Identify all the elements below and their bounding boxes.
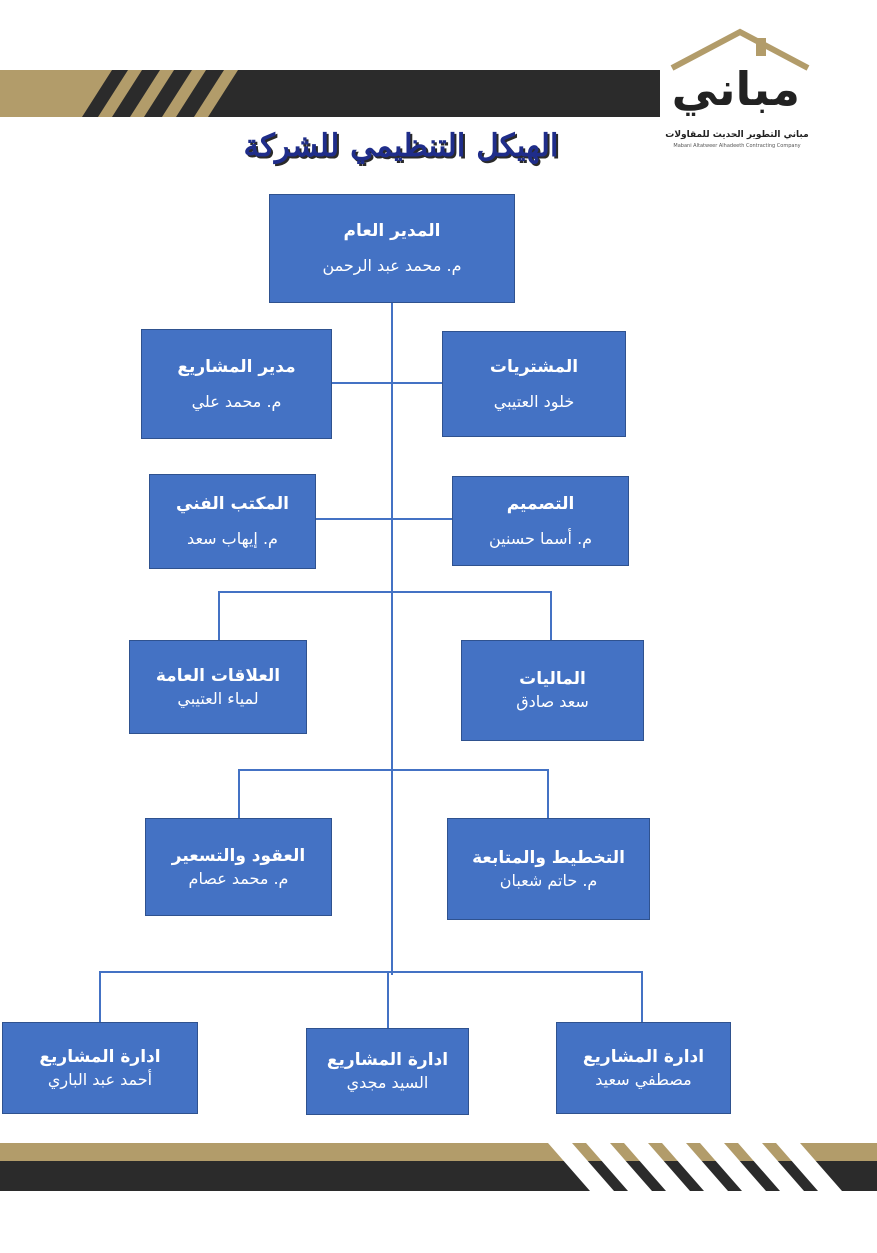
logo-subtitle-en: Mabani Altatweer Alhadeeth Contracting C… [673,143,801,149]
node-person: م. محمد عبد الرحمن [322,256,462,276]
node-finance: الماليات سعد صادق [461,640,644,741]
node-title: التصميم [506,493,575,514]
node-title: ادارة المشاريع [326,1050,449,1071]
node-general-manager: المدير العام م. محمد عبد الرحمن [269,194,515,303]
node-project-management-middle: ادارة المشاريع السيد مجدي [306,1028,469,1115]
node-person: خلود العتيبي [493,391,575,411]
node-person: لمياء العتيبي [177,688,259,708]
node-title: التخطيط والمتابعة [472,847,625,868]
node-title: ادارة المشاريع [582,1046,705,1067]
logo-subtitle-ar: مباني التطوير الحديث للمقاولات [665,130,809,140]
node-design: التصميم م. أسما حسنين [452,476,629,566]
node-title: المكتب الفني [176,494,289,515]
node-projects-manager: مدير المشاريع م. محمد علي [141,329,332,439]
node-project-management-right: ادارة المشاريع مصطفي سعيد [556,1022,731,1114]
node-title: العقود والتسعير [171,845,306,866]
node-title: المدير العام [343,221,441,242]
top-band [0,70,660,117]
node-person: م. حاتم شعبان [499,870,598,890]
node-project-management-left: ادارة المشاريع أحمد عبد الباري [2,1022,198,1114]
node-person: أحمد عبد الباري [47,1069,153,1089]
node-contracts-pricing: العقود والتسعير م. محمد عصام [145,818,332,916]
node-person: سعد صادق [516,692,589,712]
node-title: العلاقات العامة [155,665,281,686]
node-title: ادارة المشاريع [39,1046,161,1067]
node-title: المشتريات [489,356,579,377]
logo-roof-icon [670,28,810,71]
node-technical-office: المكتب الفني م. إيهاب سعد [149,474,316,569]
node-person: م. محمد عصام [188,868,289,888]
node-person: السيد مجدي [346,1073,429,1093]
node-person: م. إيهاب سعد [187,529,278,549]
node-title: مدير المشاريع [177,356,296,377]
page-title: الهيكل التنظيمي للشركة [243,128,559,164]
node-title: الماليات [519,669,586,690]
node-public-relations: العلاقات العامة لمياء العتيبي [129,640,307,734]
connector-lines [99,303,643,1028]
node-person: مصطفي سعيد [595,1069,692,1089]
node-procurement: المشتريات خلود العتيبي [442,331,626,437]
logo-wordmark: مباني [671,62,802,116]
bottom-band [0,1143,877,1191]
node-person: م. أسما حسنين [488,528,593,548]
node-planning-followup: التخطيط والمتابعة م. حاتم شعبان [447,818,650,920]
node-person: م. محمد علي [191,391,282,411]
